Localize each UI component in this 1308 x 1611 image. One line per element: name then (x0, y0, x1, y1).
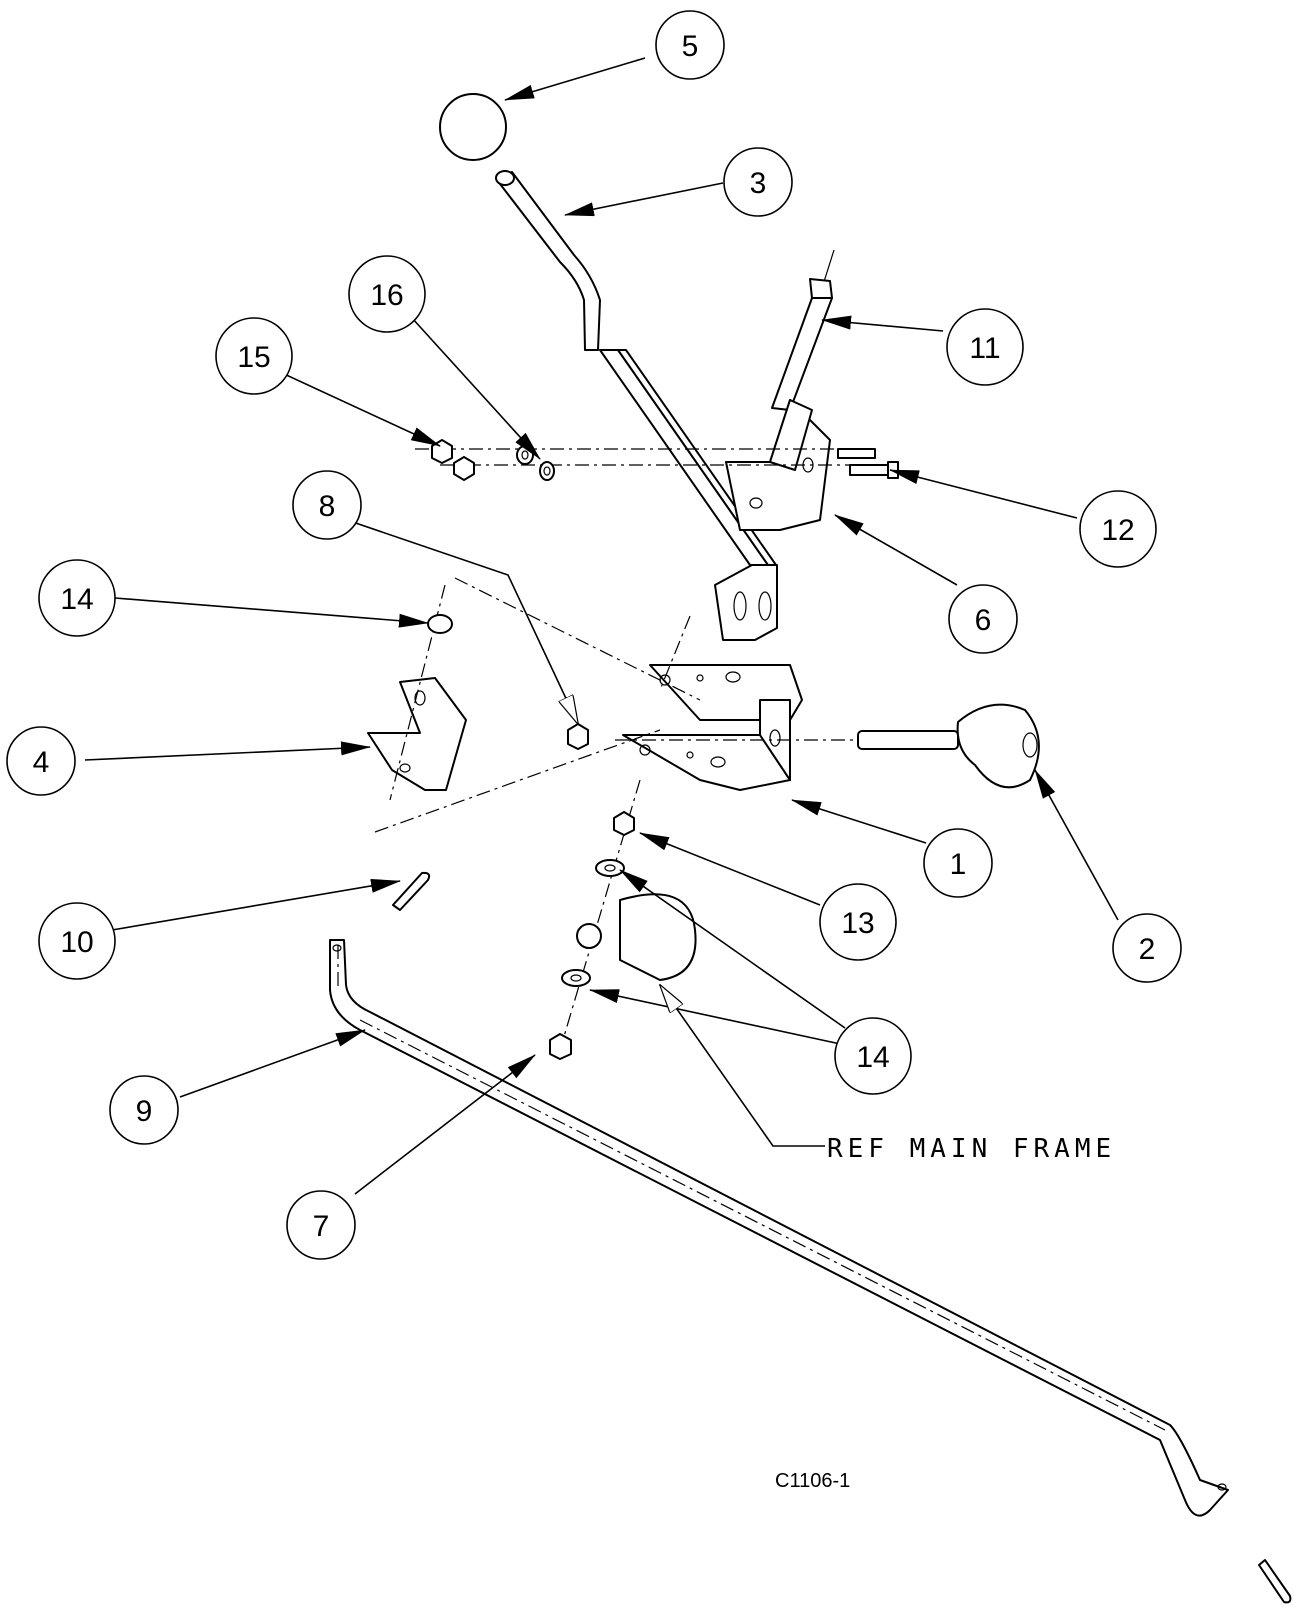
callout-6: 6 (948, 584, 1018, 654)
callout-label: 14 (856, 1041, 889, 1074)
callout-15: 15 (215, 317, 293, 395)
callout-4: 4 (6, 726, 76, 796)
callout-2: 2 (1112, 913, 1182, 983)
shift-lever-part (495, 170, 778, 641)
callout-label: 3 (750, 167, 767, 200)
callout-9: 9 (109, 1075, 179, 1145)
bolts-12-part (837, 448, 899, 479)
callout-8: 8 (292, 470, 362, 540)
callout-11: 11 (946, 308, 1024, 386)
side-bracket-part (367, 677, 467, 791)
callout-12: 12 (1079, 490, 1157, 568)
callout-label: 15 (237, 341, 270, 374)
callout-label: 11 (969, 332, 1000, 365)
callout-3: 3 (723, 147, 793, 217)
callout-label: 5 (682, 30, 699, 63)
callout-label: 12 (1101, 514, 1134, 547)
leader-lines (84, 57, 1119, 1195)
callout-label: 14 (60, 583, 93, 616)
cotter-pin-part (392, 871, 431, 911)
callout-label: 7 (313, 1210, 330, 1243)
knob-ball-part (439, 93, 507, 161)
callout-label: 2 (1139, 933, 1156, 966)
nut-8-part (374, 577, 701, 1051)
callout-14-upper: 14 (38, 559, 116, 637)
callout-10: 10 (38, 902, 116, 980)
callout-label: 8 (319, 490, 336, 523)
callout-1: 1 (923, 828, 993, 898)
callout-label: 13 (841, 907, 874, 940)
callout-label: 1 (950, 848, 967, 881)
lower-hardware-part (549, 811, 697, 1060)
threaded-knob-part (615, 703, 1040, 789)
reference-label: REF MAIN FRAME (827, 1134, 1116, 1164)
callout-label: 10 (60, 926, 93, 959)
callout-label: 6 (975, 604, 992, 637)
callout-5: 5 (655, 10, 725, 80)
control-rod-part (329, 939, 1229, 1517)
callout-16: 16 (348, 255, 426, 333)
washer-14-upper (427, 614, 453, 634)
callout-13: 13 (819, 883, 897, 961)
callout-7: 7 (286, 1190, 356, 1260)
cotter-pin-small-part (1258, 1559, 1292, 1604)
drawing-number: C1106-1 (775, 1470, 850, 1492)
callout-label: 4 (33, 746, 50, 779)
bolt-11-part (771, 249, 835, 411)
callout-label: 9 (136, 1095, 153, 1128)
callout-label: 16 (370, 279, 403, 312)
callout-14-lower: 14 (834, 1017, 912, 1095)
main-plate-part (622, 664, 803, 791)
